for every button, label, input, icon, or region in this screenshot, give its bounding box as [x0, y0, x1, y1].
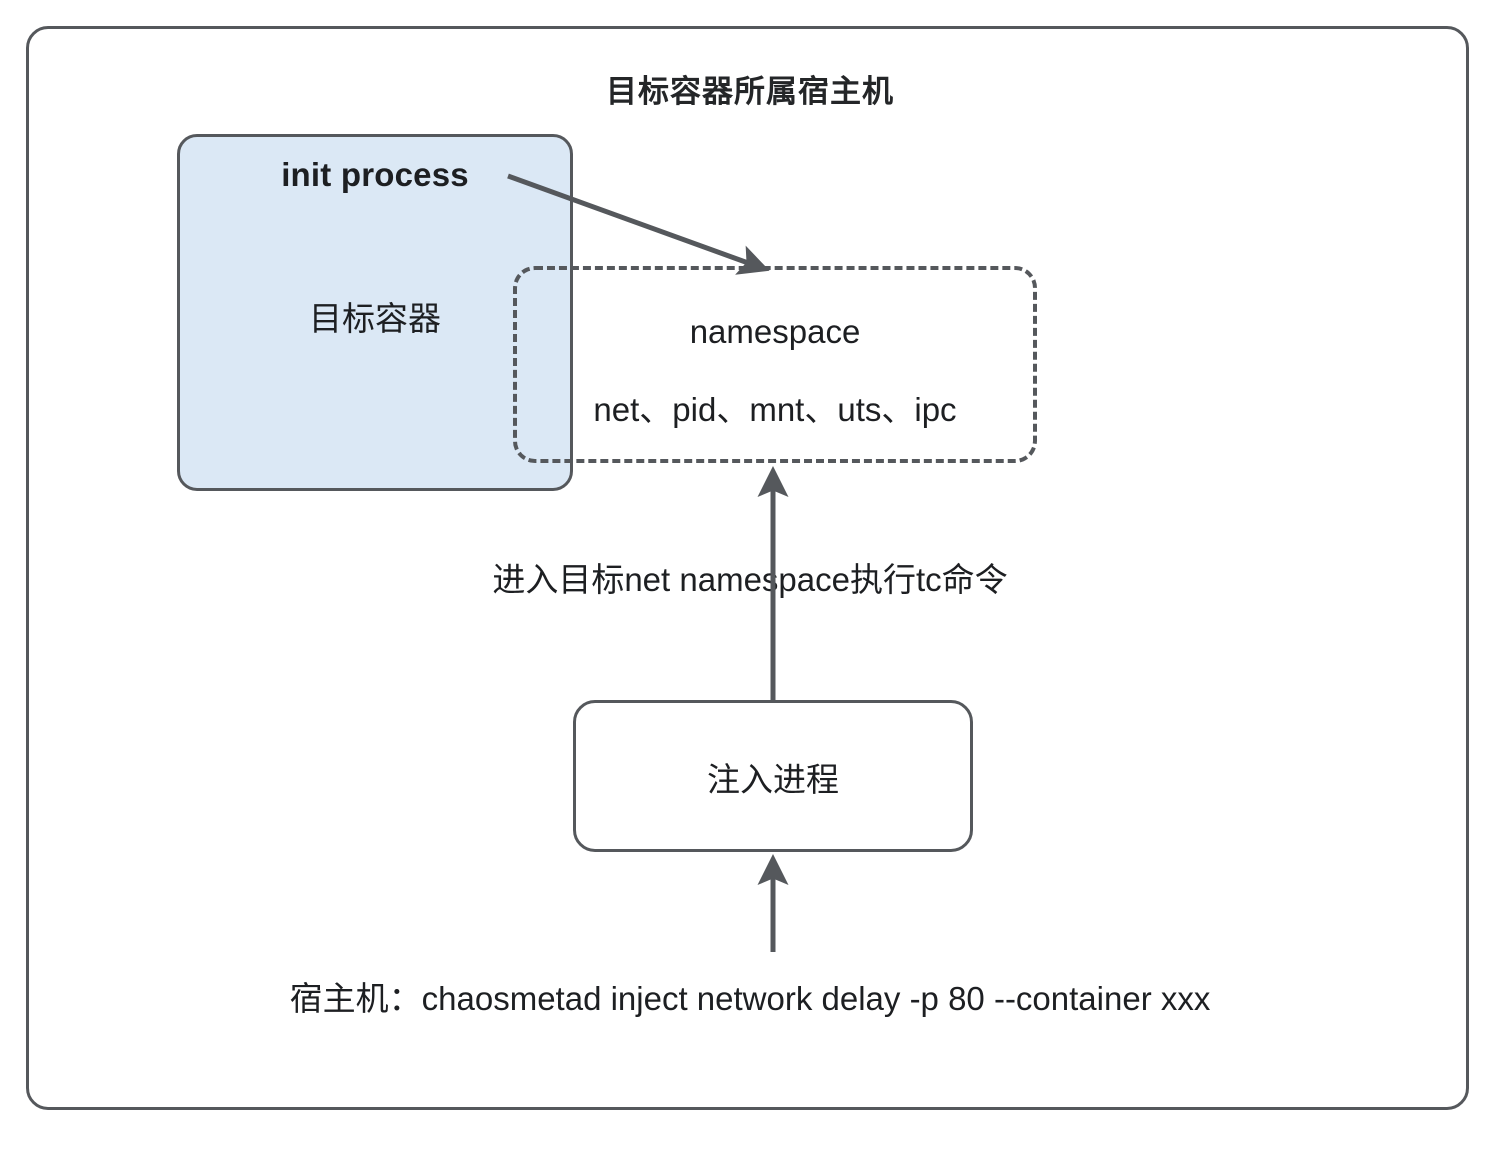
diagram-title: 目标容器所属宿主机 [606, 74, 894, 109]
edge-label-enter-netns: 进入目标net namespace执行tc命令 [492, 561, 1008, 598]
namespace-items-label: net、pid、mnt、uts、ipc [593, 391, 957, 428]
inject-process-box [573, 700, 973, 852]
namespace-box [513, 266, 1037, 463]
target-container-label: 目标容器 [309, 300, 441, 337]
init-process-label: init process [281, 156, 469, 193]
inject-process-label: 注入进程 [707, 761, 839, 798]
target-container-box [177, 134, 573, 491]
namespace-title: namespace [689, 313, 861, 350]
host-command-text: 宿主机：chaosmetad inject network delay -p 8… [289, 980, 1211, 1017]
